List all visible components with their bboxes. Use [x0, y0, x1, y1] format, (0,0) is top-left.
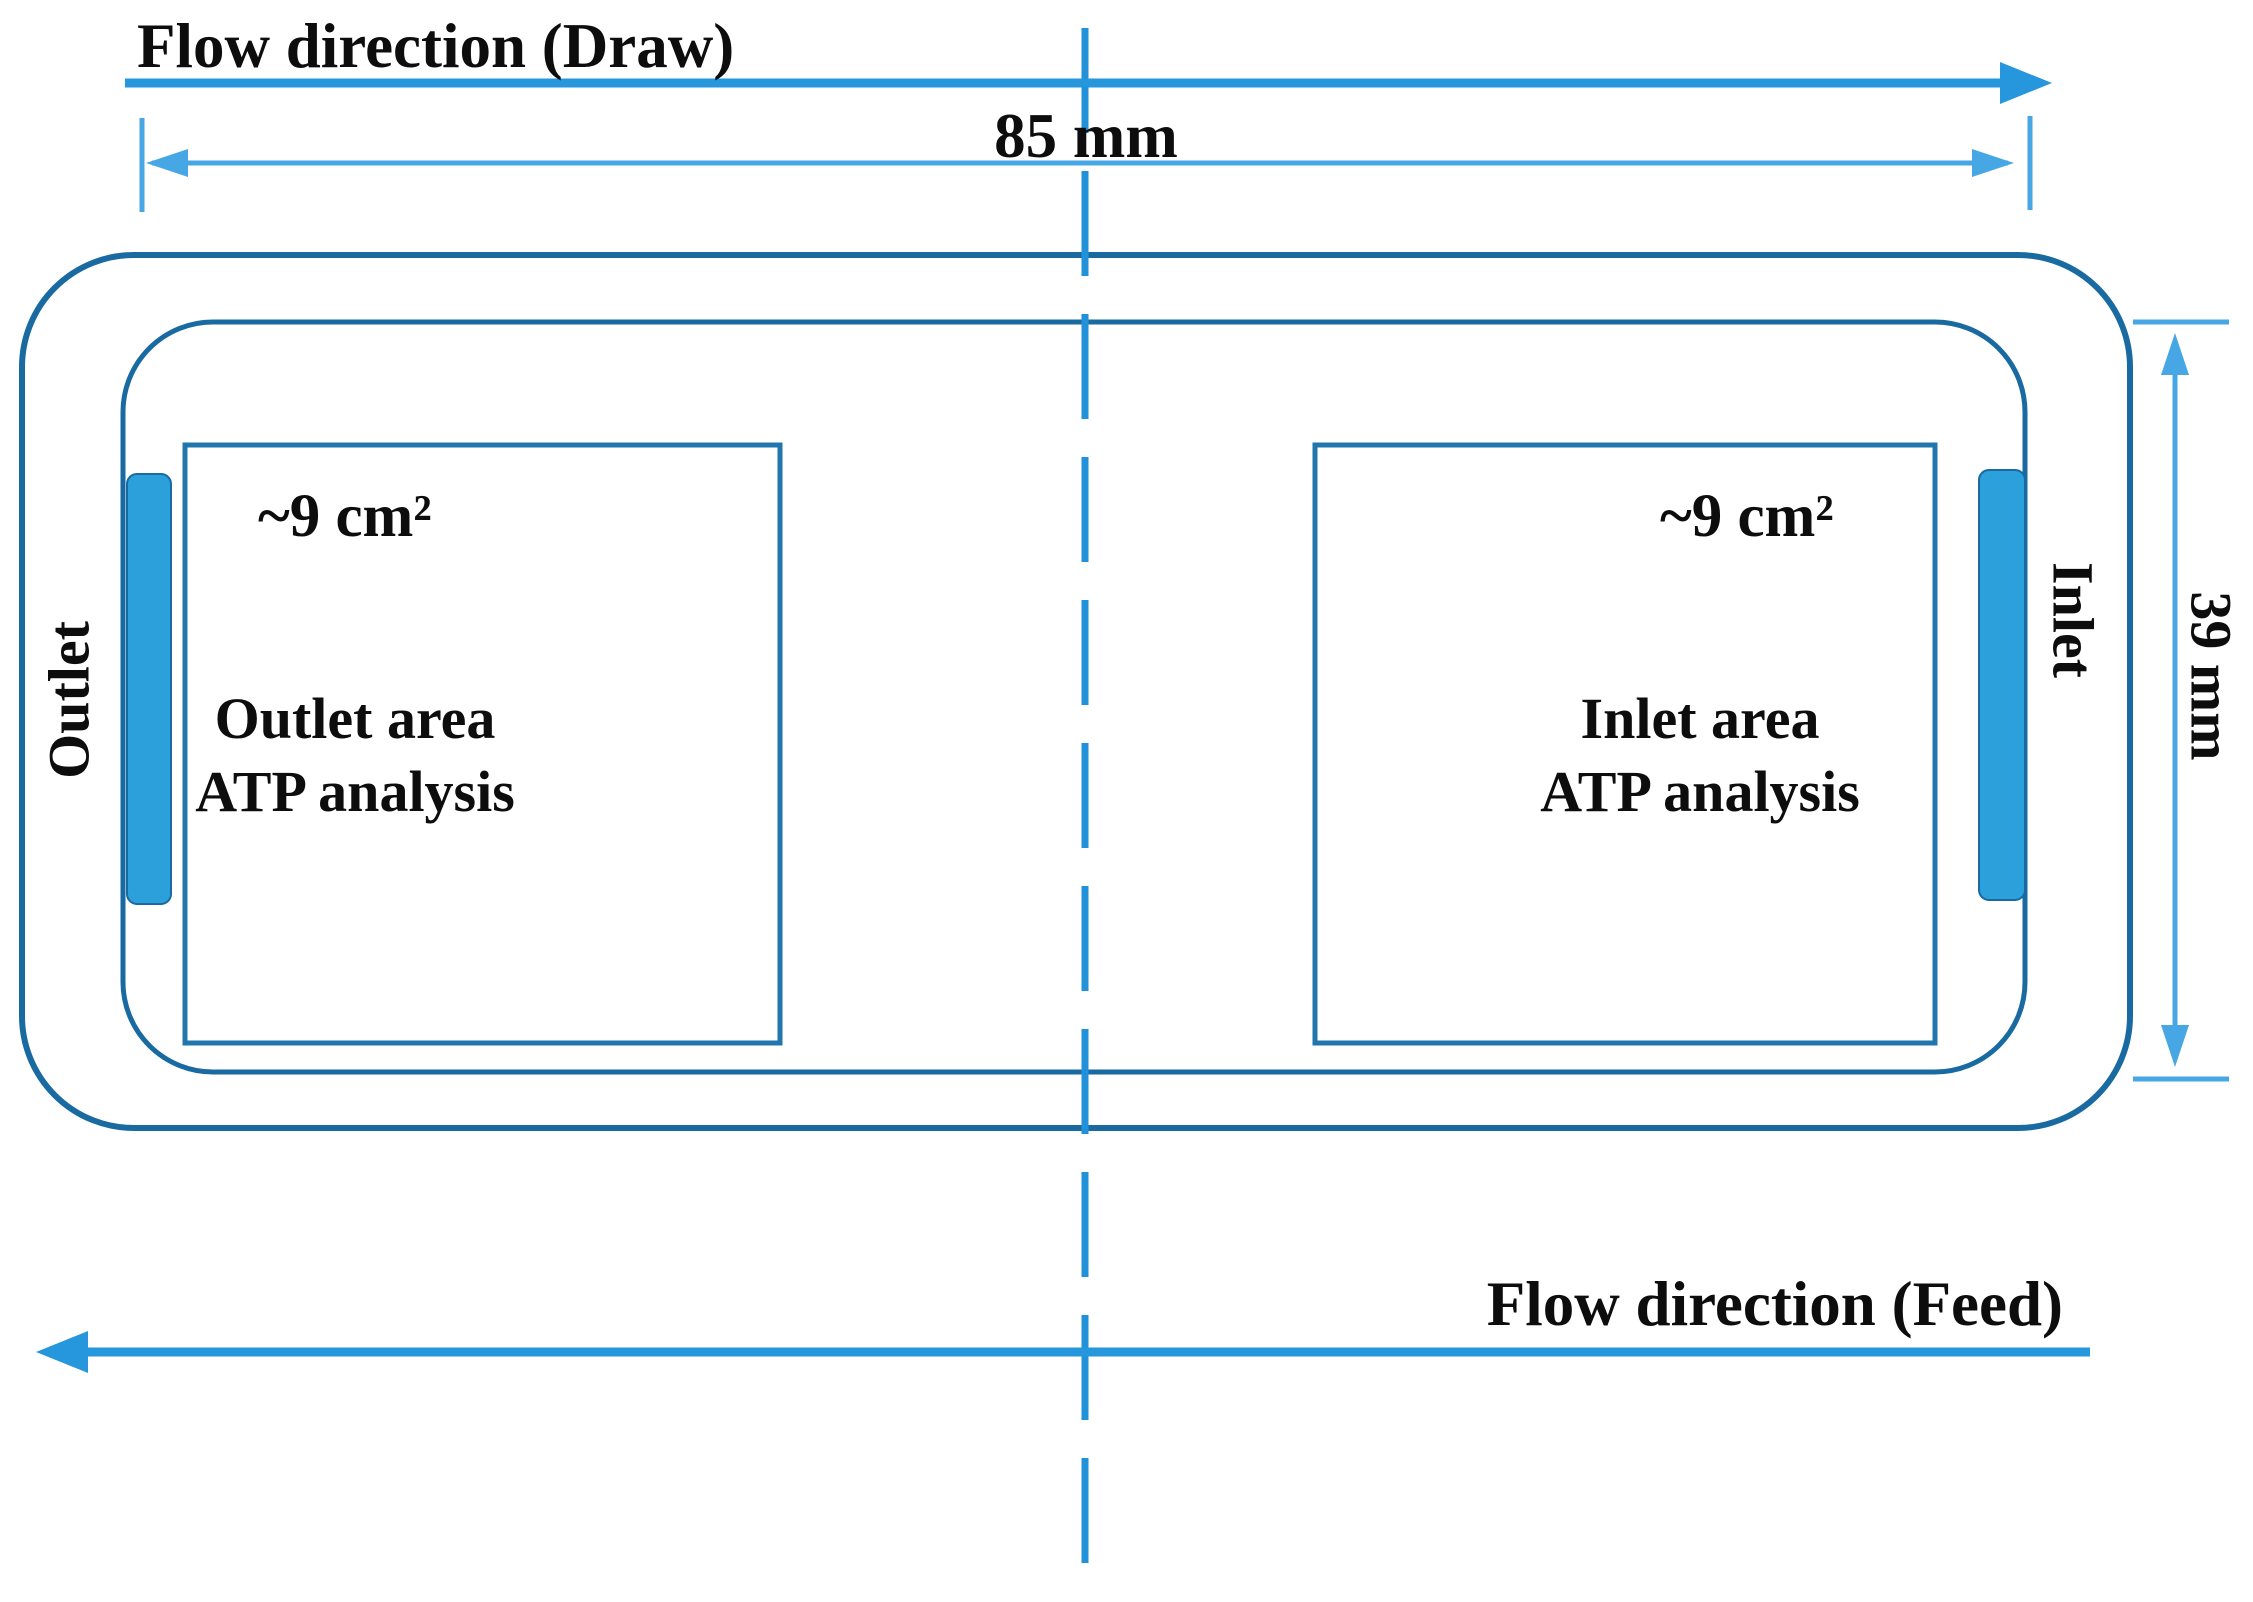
outlet-port-label: Outlet — [36, 621, 102, 779]
outer-housing-outline — [19, 252, 2133, 1131]
height-dim-up-arrowhead-icon — [2161, 333, 2189, 375]
outlet-area-text-line2: ATP analysis — [195, 759, 515, 825]
inlet-area-text-line1: Inlet area — [1580, 686, 1820, 751]
outlet-area-size-label: ~9 cm² — [258, 483, 432, 550]
feed-flow-title: Flow direction (Feed) — [1486, 1269, 2063, 1339]
width-dimension-line — [139, 116, 2033, 212]
inlet-area-size-label: ~9 cm² — [1660, 483, 1834, 550]
inlet-area-text-line2: ATP analysis — [1540, 759, 1860, 825]
height-dimension-line — [2133, 319, 2229, 1082]
draw-flow-title: Flow direction (Draw) — [137, 11, 735, 81]
draw-flow-arrow — [125, 62, 2052, 104]
width-dim-left-arrowhead-icon — [146, 149, 188, 177]
draw-flow-arrowhead-icon — [2000, 62, 2052, 104]
height-dim-down-arrowhead-icon — [2161, 1025, 2189, 1067]
feed-flow-arrow — [36, 1331, 2090, 1373]
inlet-sample-box — [1312, 442, 1938, 1046]
outlet-area-text: Outlet area ATP analysis — [165, 682, 545, 828]
inlet-port-label: Inlet — [2040, 562, 2106, 678]
inlet-area-text: Inlet area ATP analysis — [1510, 682, 1890, 828]
feed-flow-arrowhead-icon — [36, 1331, 88, 1373]
outlet-port-bar — [126, 473, 172, 905]
width-dim-right-arrowhead-icon — [1972, 149, 2014, 177]
outlet-area-text-line1: Outlet area — [214, 686, 496, 751]
width-dimension-label: 85 mm — [994, 101, 1178, 171]
height-dimension-label: 39 mm — [2178, 591, 2244, 761]
inlet-port-bar — [1978, 469, 2026, 901]
outlet-sample-box — [182, 442, 783, 1046]
